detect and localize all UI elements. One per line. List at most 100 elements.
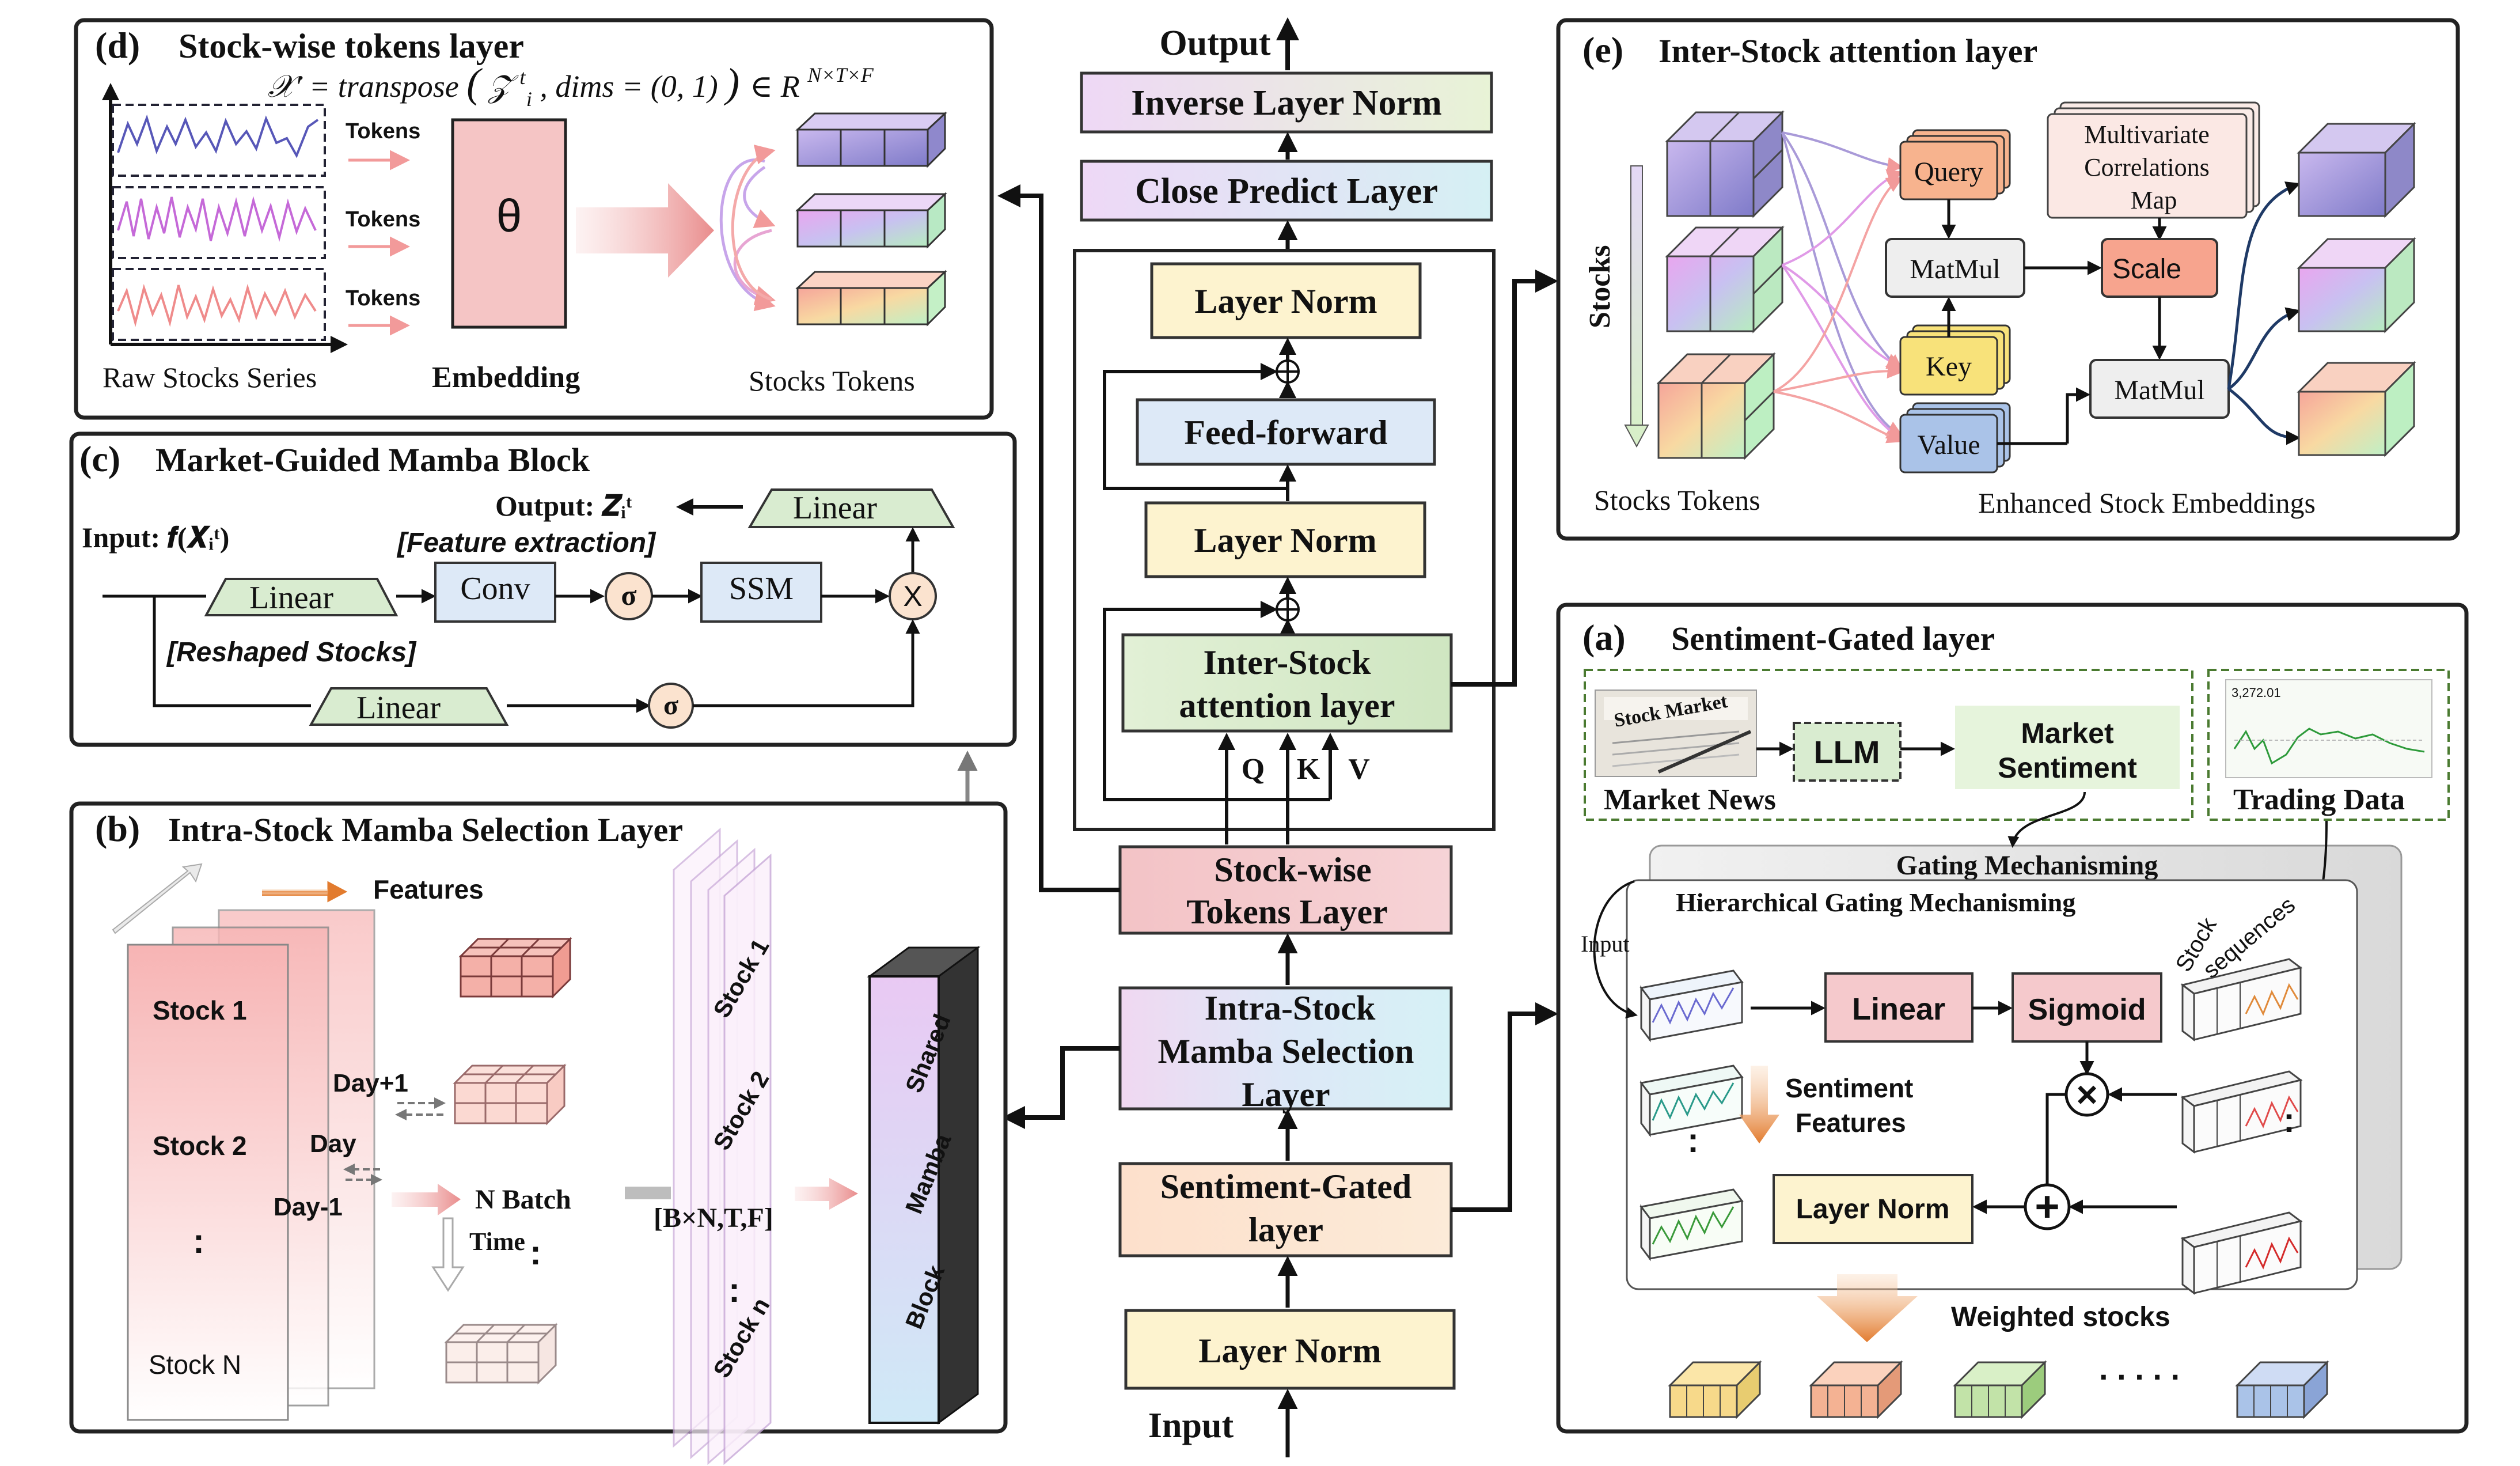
- raw-series-1: [117, 114, 319, 158]
- sentiment-features-line2: Features: [1796, 1108, 1906, 1138]
- intra-stock-line1: Intra-Stock: [1205, 989, 1376, 1027]
- linear-top-box: [747, 488, 955, 528]
- shared-mamba-block: Shared Mamba Block: [867, 946, 981, 1425]
- connector-to-panel-d: [997, 184, 1120, 892]
- linear-left-box: [204, 578, 399, 616]
- sentiment-features-line1: Sentiment: [1785, 1073, 1913, 1103]
- panel-d-formula: 𝒳′ = transpose ( 𝒵 t i , dims = (0, 1) )…: [268, 56, 874, 113]
- layer-norm-bottom-label: Layer Norm: [1198, 1332, 1381, 1370]
- ssm-box: [700, 562, 822, 623]
- enhanced-cube-3: [2297, 361, 2416, 457]
- stocks-tokens-label: Stocks Tokens: [749, 365, 915, 397]
- query-label: Query: [1914, 157, 1983, 187]
- trading-value: 3,272.01: [2231, 685, 2281, 700]
- sigma-1-label: σ: [621, 579, 636, 611]
- stock-2-label: Stock 2: [153, 1131, 247, 1161]
- raw-series-3: [117, 283, 317, 327]
- ssm-label: SSM: [729, 571, 794, 607]
- corr-line1: Multivariate: [2084, 120, 2210, 149]
- panel-c-tag: (c): [79, 438, 120, 479]
- intra-stock-line3: Layer: [1242, 1075, 1330, 1113]
- layer-norm-top-box: Layer Norm: [1150, 262, 1422, 339]
- close-predict-layer-label: Close Predict Layer: [1135, 172, 1438, 211]
- layer-norm-top-label: Layer Norm: [1194, 282, 1377, 320]
- time-dots: :: [530, 1233, 541, 1272]
- feature-cube-3: [444, 1323, 558, 1385]
- panel-e-tag: (e): [1582, 29, 1623, 70]
- stocks-axis-label: Stocks: [1584, 245, 1616, 328]
- inter-stock-attention-box: Inter-Stock attention layer: [1121, 633, 1453, 733]
- trading-chart-image: 3,272.01: [2225, 679, 2432, 778]
- linear-bottom-box: [309, 687, 509, 726]
- input-small-label: Input: [1581, 931, 1629, 957]
- add-symbol: +: [2035, 1183, 2059, 1230]
- features-label: Features: [373, 874, 484, 904]
- mamba-output-label: Output: 𝒁ᵢᵗ: [495, 490, 632, 522]
- conv-box: [434, 562, 556, 623]
- theta-symbol: θ: [496, 190, 522, 241]
- linear-top-label: Linear: [793, 490, 877, 526]
- embedding-block: θ: [451, 118, 567, 329]
- market-sentiment-line2: Sentiment: [1998, 752, 2137, 784]
- layer-norm-gate-label: Layer Norm: [1796, 1194, 1950, 1225]
- gating-outer-label: Gating Mechanisming: [1896, 850, 2158, 881]
- day-label: Day: [310, 1130, 356, 1158]
- feature-cube-1: [458, 937, 572, 999]
- inverse-layer-norm-label: Inverse Layer Norm: [1131, 84, 1442, 123]
- corr-line2: Correlations: [2084, 153, 2210, 181]
- feed-forward-label: Feed-forward: [1184, 414, 1387, 452]
- stack-dots: :: [728, 1271, 740, 1309]
- market-news-label: Market News: [1604, 783, 1776, 816]
- enhanced-cube-2: [2297, 237, 2416, 334]
- inverse-layer-norm-box: Inverse Layer Norm: [1080, 71, 1493, 134]
- feature-cube-2: [453, 1063, 567, 1126]
- day-minus-label: Day-1: [274, 1193, 343, 1221]
- layer-norm-bottom-box: Layer Norm: [1124, 1309, 1456, 1390]
- sentiment-gated-box: Sentiment-Gated layer: [1118, 1162, 1453, 1257]
- layer-norm-mid-box: Layer Norm: [1144, 501, 1426, 578]
- panel-b-title: Intra-Stock Mamba Selection Layer: [168, 811, 683, 848]
- key-label: Key: [1926, 351, 1972, 382]
- sigmoid-box: [2012, 972, 2162, 1043]
- correlations-map-box: [2047, 113, 2248, 219]
- market-sentiment-line1: Market: [2021, 717, 2114, 749]
- panel-c-title: Market-Guided Mamba Block: [155, 441, 590, 479]
- stock-sequence-blocks: :: [2180, 958, 2303, 1295]
- close-predict-layer-box: Close Predict Layer: [1080, 160, 1493, 222]
- weighted-stock-orange: [1809, 1360, 1903, 1419]
- input-token-cube-3: [1656, 352, 1776, 460]
- token-cubes-row-1: [795, 111, 947, 168]
- stockwise-tokens-line1: Stock-wise: [1214, 851, 1371, 889]
- enhanced-cube-1: [2297, 122, 2416, 218]
- time-label: Time: [469, 1228, 525, 1256]
- input-seq-vdots: :: [1687, 1121, 1699, 1160]
- inter-stock-attention-line1: Inter-Stock: [1203, 643, 1371, 681]
- corr-line3: Map: [2131, 186, 2177, 214]
- reshaped-stocks-label: [Reshaped Stocks]: [166, 637, 417, 668]
- stocks-vdots: :: [193, 1222, 204, 1260]
- n-batch-label: N Batch: [475, 1184, 571, 1215]
- panel-b-tag: (b): [95, 808, 140, 849]
- connector-to-panel-a: [1451, 1002, 1558, 1212]
- inter-stock-attention-line2: attention layer: [1179, 687, 1395, 725]
- intra-stock-line2: Mamba Selection: [1158, 1032, 1414, 1070]
- input-label: Input: [1148, 1406, 1234, 1445]
- trading-data-region: [2207, 669, 2450, 821]
- weighted-hdots: . . . . .: [2099, 1350, 2180, 1387]
- stock-1-label: Stock 1: [153, 995, 247, 1025]
- linear-bottom-label: Linear: [356, 690, 441, 726]
- q-label: Q: [1242, 753, 1265, 786]
- sigmoid-label: Sigmoid: [2028, 993, 2146, 1026]
- raw-series-2: [117, 196, 317, 242]
- panel-a-tag: (a): [1582, 617, 1626, 658]
- market-sentiment-box: [1955, 706, 2180, 789]
- feature-extraction-label: [Feature extraction]: [396, 528, 656, 558]
- panel-e-tokens-label: Stocks Tokens: [1594, 484, 1760, 516]
- matmul-1-label: MatMul: [1910, 254, 2000, 285]
- stockwise-tokens-layer-box: Stock-wise Tokens Layer: [1118, 845, 1453, 935]
- intra-stock-mamba-box: Intra-Stock Mamba Selection Layer: [1118, 986, 1453, 1113]
- stockwise-tokens-line2: Tokens Layer: [1186, 893, 1388, 931]
- market-news-region: [1584, 669, 2193, 821]
- panel-a-sentiment-gated: (a) Sentiment-Gated layer Stock Market L…: [1556, 603, 2469, 1434]
- layer-norm-gate-box: [1773, 1174, 1974, 1244]
